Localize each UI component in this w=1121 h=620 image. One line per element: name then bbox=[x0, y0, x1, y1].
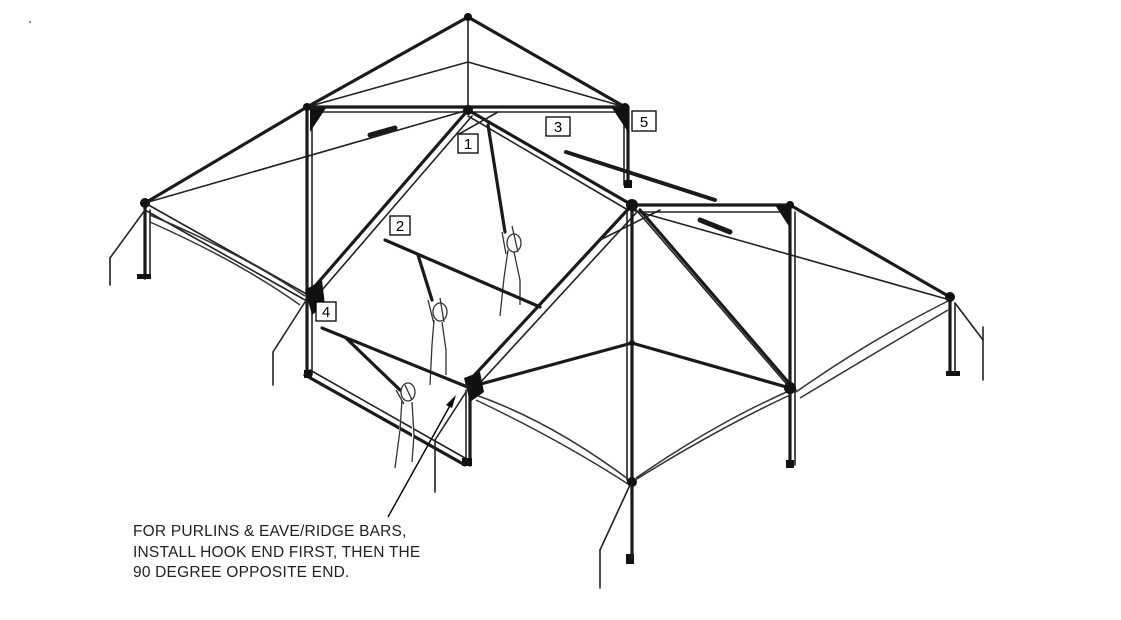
callout-5: 5 bbox=[631, 110, 657, 132]
callout-1: 1 bbox=[457, 133, 479, 154]
note-line-3: 90 DEGREE OPPOSITE END. bbox=[133, 564, 350, 581]
installation-note: FOR PURLINS & EAVE/RIDGE BARS, INSTALL H… bbox=[133, 522, 493, 584]
worker-figure-center bbox=[383, 238, 542, 386]
instruction-arrow bbox=[387, 395, 456, 518]
note-line-2: INSTALL HOOK END FIRST, THEN THE bbox=[133, 543, 421, 561]
svg-text:5: 5 bbox=[640, 114, 648, 131]
worker-figure-right bbox=[486, 123, 522, 317]
rear-roof-frame bbox=[109, 15, 733, 467]
svg-text:2: 2 bbox=[396, 218, 404, 235]
callout-2: 2 bbox=[389, 215, 411, 236]
svg-text:4: 4 bbox=[322, 304, 330, 321]
note-line-1: FOR PURLINS & EAVE/RIDGE BARS, bbox=[133, 523, 407, 540]
tent-fabric-edges bbox=[149, 214, 951, 485]
front-roof-frame bbox=[434, 150, 984, 589]
callout-3: 3 bbox=[545, 116, 571, 137]
worker-figure-left bbox=[320, 326, 472, 469]
svg-text:1: 1 bbox=[464, 136, 472, 153]
stray-mark bbox=[29, 21, 31, 23]
callout-1-leader bbox=[458, 111, 499, 135]
callout-4: 4 bbox=[315, 301, 337, 322]
svg-text:3: 3 bbox=[554, 119, 562, 136]
